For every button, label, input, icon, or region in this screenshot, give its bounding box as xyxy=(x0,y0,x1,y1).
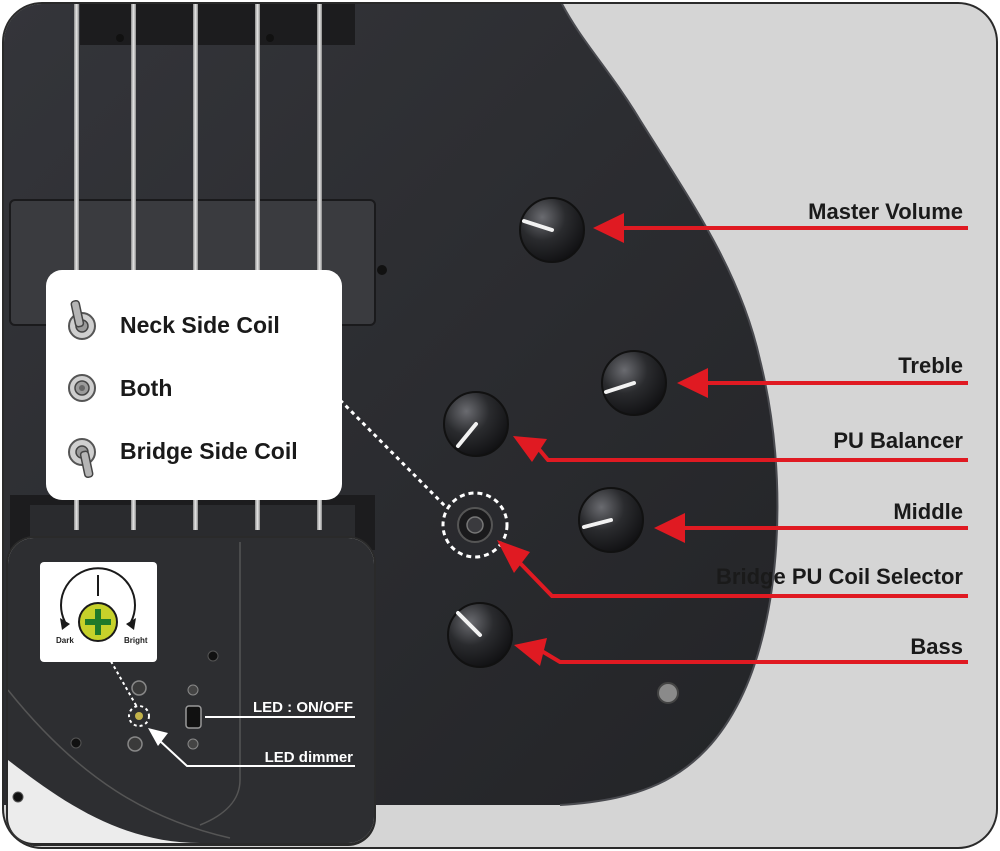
top-plate xyxy=(80,4,355,45)
toggle-center-icon xyxy=(68,374,96,402)
popup-bridge-side-coil: Bridge Side Coil xyxy=(120,438,298,464)
led-indicator xyxy=(131,680,147,696)
led-dimmer-arrowhead xyxy=(148,728,168,746)
middle-knob xyxy=(578,487,644,553)
bass-knob xyxy=(447,602,513,668)
string xyxy=(74,4,79,530)
led-indicator xyxy=(127,736,143,752)
switch-positions-popup: Neck Side Coil Both Bridge Side Coil xyxy=(46,270,342,500)
string xyxy=(193,4,198,530)
inset-panel-edge xyxy=(199,542,241,826)
label-led-dimmer: LED dimmer xyxy=(265,749,354,766)
arrow-treble xyxy=(677,368,968,398)
coil-selector-switch xyxy=(441,491,509,559)
arrow-pu-balancer xyxy=(513,436,968,462)
dial-arc xyxy=(60,567,136,623)
label-treble: Treble xyxy=(898,353,963,378)
label-pu-balancer: PU Balancer xyxy=(833,428,963,453)
toggle-up-icon xyxy=(68,299,96,340)
toggle-down-icon xyxy=(68,438,96,479)
screw xyxy=(116,34,124,42)
inset-cavity-outline xyxy=(8,689,231,839)
screw xyxy=(70,737,82,749)
strings xyxy=(74,4,322,530)
arrow-master-volume xyxy=(593,213,968,243)
inset-panel: LED : ON/OFF LED dimmer Dark Bright xyxy=(6,536,376,846)
arrow-bridge-pu-coil-selector xyxy=(497,540,968,598)
screw xyxy=(187,684,199,696)
label-led-on-off: LED : ON/OFF xyxy=(253,699,353,716)
screw xyxy=(266,34,274,42)
dotted-leader xyxy=(338,398,449,510)
pu-balancer-knob xyxy=(443,391,509,457)
screw xyxy=(187,738,199,750)
treble-knob xyxy=(601,350,667,416)
master-volume-knob xyxy=(519,197,585,263)
plus-icon xyxy=(85,619,111,625)
label-dark: Dark xyxy=(56,636,74,645)
dotted-leader xyxy=(107,655,138,708)
label-bright: Bright xyxy=(124,636,148,645)
led-dimmer-knob xyxy=(135,712,143,720)
dial-arrow-right xyxy=(126,618,136,630)
label-bridge-pu-coil-selector: Bridge PU Coil Selector xyxy=(716,564,963,589)
popup-both: Both xyxy=(120,375,172,401)
output-jack xyxy=(657,682,679,704)
label-bass: Bass xyxy=(910,634,963,659)
string xyxy=(317,4,322,530)
led-toggle-switch xyxy=(185,705,202,729)
screw xyxy=(207,650,219,662)
led-dimmer-leader xyxy=(159,740,355,767)
popup-neck-side-coil: Neck Side Coil xyxy=(120,312,280,338)
led-dimmer-control xyxy=(128,705,150,727)
label-middle: Middle xyxy=(893,499,963,524)
bridge-saddle xyxy=(30,505,355,540)
screw xyxy=(12,791,24,803)
string xyxy=(255,4,260,530)
dimmer-dial-card: Dark Bright xyxy=(40,562,157,662)
label-master-volume: Master Volume xyxy=(808,199,963,224)
arrow-middle xyxy=(654,513,968,543)
body-edge-highlight xyxy=(559,4,779,806)
dial-arrow-left xyxy=(60,618,70,630)
arrow-bass xyxy=(514,638,968,666)
pickup-screw xyxy=(377,265,387,275)
string xyxy=(131,4,136,530)
